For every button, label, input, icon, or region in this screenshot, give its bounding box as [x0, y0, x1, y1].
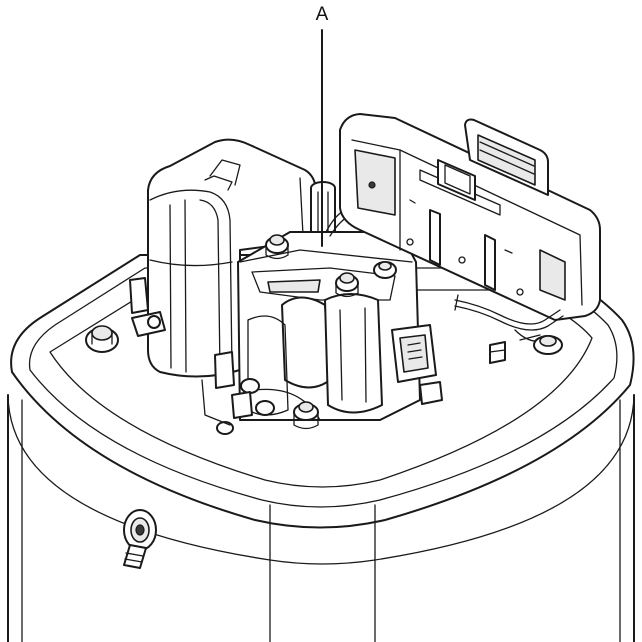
- callout-label-a: A: [315, 4, 329, 25]
- inlet-fitting: [123, 509, 157, 569]
- control-valve: [237, 231, 421, 421]
- valve-side-connector: [391, 324, 443, 405]
- electronics-top-block: [464, 118, 549, 196]
- left-fittings: [129, 277, 166, 337]
- valve-bottom-fittings: [201, 351, 319, 435]
- cabinet-body: [7, 394, 635, 642]
- control-electronics-unit: [339, 113, 601, 321]
- right-lid-fittings: [489, 334, 563, 364]
- valve-bolts: [265, 234, 397, 298]
- left-bolt: [85, 325, 119, 353]
